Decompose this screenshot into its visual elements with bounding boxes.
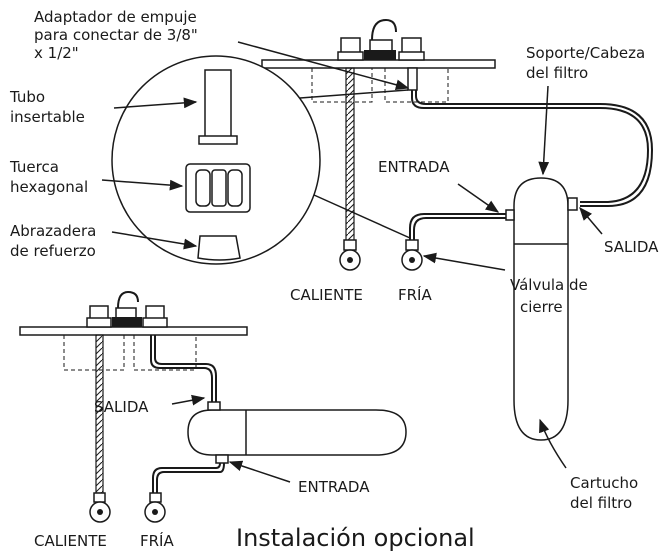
label-cold-bottom: FRÍA [140,531,174,550]
bottom-installation [19,290,407,523]
detail-callout [111,55,411,265]
countertop-top [261,59,496,69]
cold-shutoff-valve-top [401,239,423,271]
label-insert-tube-1: Tubo [9,88,45,106]
filter-outlet-tubing-top [411,90,650,203]
filter-cartridge [513,222,569,441]
label-clamp-2: de refuerzo [10,242,96,260]
filter-inlet-tubing-bottom [152,462,221,493]
arrow-cartridge [539,418,567,469]
arrow-outlet-top [579,206,603,235]
arrow-shutoff-valve [422,252,506,271]
sink-basin-left-top [311,68,373,103]
push-adapter-fitting [407,67,418,91]
hex-nut-part [185,163,251,213]
label-filter-head-1: Soporte/Cabeza [526,44,645,62]
label-push-adapter-3: x 1/2" [34,44,79,62]
clamp-part [197,235,241,261]
label-hot-top: CALIENTE [290,286,363,304]
cold-valve-bottom [144,492,166,523]
label-shutoff-valve-1: Válvula de [510,276,588,294]
arrow-clamp [111,231,198,250]
label-outlet-top: SALIDA [604,238,659,256]
sink-basin-right-top [384,68,449,103]
label-hex-nut-1: Tuerca [9,158,59,176]
label-inlet-top: ENTRADA [378,158,450,176]
label-hex-nut-2: hexagonal [10,178,88,196]
hot-valve-bottom [89,492,111,523]
label-filter-head-2: del filtro [526,64,588,82]
sink-basin-right-bottom [133,335,197,371]
hot-valve-top [339,239,361,271]
sink-basin-left-bottom [63,335,125,371]
labels: Adaptador de empuje para conectar de 3/8… [9,8,659,552]
detail-circle [111,55,321,265]
label-hot-bottom: CALIENTE [34,532,107,550]
callout-arrows [101,41,603,483]
faucet-bottom [86,290,168,328]
filter-outlet-tubing-bottom [150,335,213,402]
filter-horizontal [187,409,407,456]
label-insert-tube-2: insertable [10,108,85,126]
arrow-inlet-top [457,183,500,213]
countertop-bottom [19,326,248,336]
filter-head [513,177,569,222]
label-inlet-bottom: ENTRADA [298,478,370,496]
label-cold-top: FRÍA [398,285,432,304]
arrow-outlet-bottom [171,394,206,406]
label-outlet-bottom: SALIDA [94,398,149,416]
label-cartridge-1: Cartucho [570,474,638,492]
arrow-inlet-bottom [228,460,291,483]
label-clamp-1: Abrazadera [10,222,96,240]
label-cartridge-2: del filtro [570,494,632,512]
label-optional-install: Instalación opcional [236,524,475,552]
top-installation [261,18,654,441]
label-shutoff-valve-2: cierre [520,298,563,316]
arrow-filter-head [538,85,550,176]
label-push-adapter-1: Adaptador de empuje [34,8,197,26]
label-push-adapter-2: para conectar de 3/8" [34,26,198,44]
filter-inlet-tubing-top [409,213,506,240]
insert-tube-part [198,69,238,145]
arrow-push-adapter [237,41,410,91]
faucet-top [337,18,425,61]
arrow-hex-nut [101,179,184,191]
arrow-insert-tube [113,97,198,109]
